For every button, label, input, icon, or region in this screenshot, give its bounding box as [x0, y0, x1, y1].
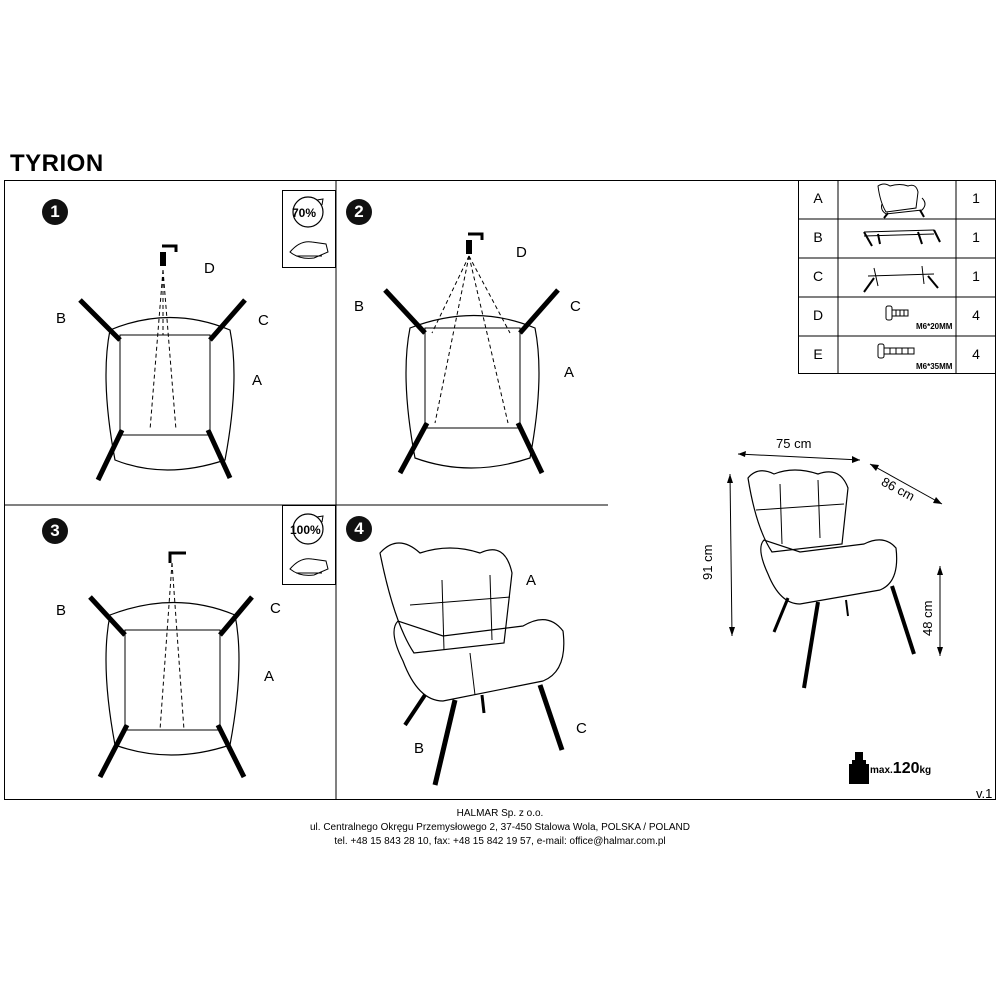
dimensions-drawing	[727, 451, 943, 689]
part-letter-e: E	[813, 346, 823, 362]
part-spec-d: M6*20MM	[916, 322, 953, 331]
bolt-icon	[885, 305, 909, 321]
step-2-label-D: D	[516, 244, 527, 261]
part-qty-c: 1	[972, 268, 980, 284]
step-1-illustration	[78, 244, 247, 482]
part-qty-d: 4	[972, 307, 980, 323]
step-2-label-C: C	[570, 298, 581, 315]
step-4-label-B: B	[414, 740, 425, 757]
step-3-label-B: B	[56, 602, 67, 619]
step-1-label-B: B	[56, 310, 67, 327]
step-3-illustration	[88, 551, 254, 779]
dimension-seat-height: 48 cm	[920, 600, 935, 636]
instruction-frame	[4, 180, 996, 800]
max-load: max.120kg	[870, 760, 931, 778]
step-1-label-A: A	[252, 372, 263, 389]
step-2-label-B: B	[354, 298, 365, 315]
part-letter-a: A	[813, 190, 823, 206]
max-load-prefix: max.	[870, 765, 893, 776]
step-3-number: 3	[42, 518, 68, 544]
step-3-label-C: C	[270, 600, 281, 617]
part-letter-d: D	[812, 307, 824, 323]
armchair-icon	[877, 183, 926, 219]
parts-table	[798, 180, 996, 374]
weight-icon	[849, 752, 869, 784]
step-1-number: 1	[42, 199, 68, 225]
step-1-label-D: D	[204, 260, 215, 277]
dimension-width: 75 cm	[776, 436, 812, 451]
step-3-label-A: A	[264, 668, 275, 685]
bolt-icon	[877, 343, 915, 359]
footer-address: ul. Centralnego Okręgu Przemysłowego 2, …	[309, 822, 690, 833]
leg-frame-b-icon	[863, 229, 941, 247]
step-2-illustration	[383, 232, 560, 475]
version-label: v.1	[976, 786, 993, 801]
rotate-percent-100: 100%	[290, 523, 321, 537]
rotate-percent-70: 70%	[292, 206, 317, 220]
dimension-height: 91 cm	[700, 544, 715, 580]
part-qty-b: 1	[972, 229, 980, 245]
part-qty-a: 1	[972, 190, 980, 206]
rotate-hint-70-icon	[282, 190, 336, 268]
leg-frame-c-icon	[863, 265, 939, 293]
max-load-unit: kg	[919, 765, 932, 776]
footer-contact: tel. +48 15 843 28 10, fax: +48 15 842 1…	[334, 836, 666, 847]
rotate-hint-100-icon	[282, 505, 336, 585]
part-qty-e: 4	[972, 346, 980, 362]
max-load-value: 120	[892, 760, 920, 777]
part-letter-b: B	[813, 229, 823, 245]
step-2-label-A: A	[564, 364, 575, 381]
part-spec-e: M6*35MM	[916, 362, 953, 371]
step-2-number: 2	[346, 199, 372, 225]
product-title: TYRION	[10, 150, 104, 177]
step-4-label-C: C	[576, 720, 587, 737]
footer-company: HALMAR Sp. z o.o.	[456, 808, 544, 819]
step-4-number: 4	[346, 516, 372, 542]
part-letter-c: C	[812, 268, 824, 284]
step-4-label-A: A	[526, 572, 537, 589]
step-1-label-C: C	[258, 312, 269, 329]
step-4-armchair-illustration	[379, 542, 565, 786]
